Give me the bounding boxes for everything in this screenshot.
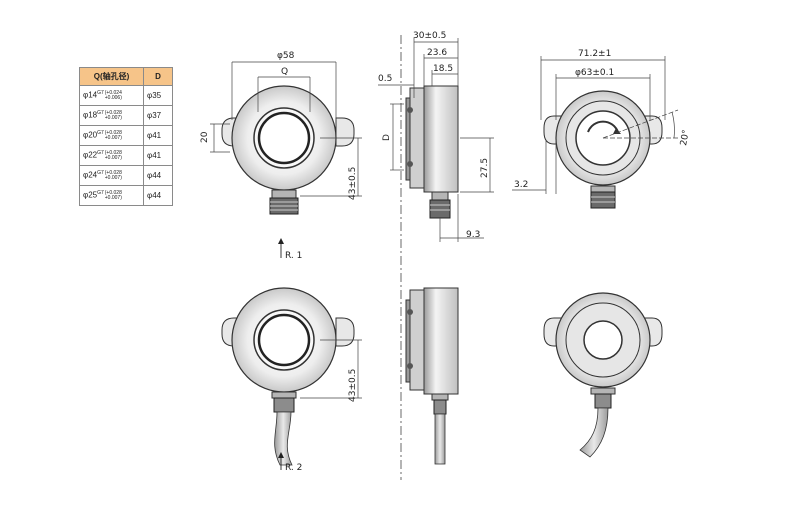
side-view-cable — [405, 287, 459, 465]
tol-upper: (+0.028 — [104, 189, 122, 196]
bore-fit: G7 — [97, 170, 104, 177]
rear-32-label: 3.2 — [514, 180, 528, 190]
spec-row: φ25G7(+0.028+0.007)φ44 — [79, 185, 173, 206]
bore-tolerance: (+0.028+0.007) — [104, 169, 122, 181]
bore-tolerance: (+0.028+0.007) — [104, 109, 122, 121]
spec-row: φ22G7(+0.028+0.007)φ41 — [79, 145, 173, 166]
bore-size-value: φ25 — [83, 190, 98, 200]
bottom-r2-label: R. 2 — [285, 463, 302, 473]
front-r1-label: R. 1 — [285, 251, 302, 261]
rear-71-label: 71.2±1 — [578, 49, 611, 59]
diameter-d: φ35 — [143, 85, 173, 106]
bore-size-value: φ24 — [83, 170, 98, 180]
bore-size-value: φ22 — [83, 150, 98, 160]
side-05-label: 0.5 — [378, 74, 392, 84]
front-view-connector — [210, 61, 362, 258]
tol-upper: (+0.028 — [104, 129, 122, 136]
front-width-label: φ58 — [277, 51, 295, 61]
front-q-label: Q — [281, 67, 288, 77]
tol-upper: (+0.028 — [104, 109, 122, 116]
rear-view-cable — [543, 292, 663, 458]
rear-view-connector — [512, 56, 680, 209]
side-93-label: 9.3 — [466, 230, 480, 240]
tol-lower: +0.007) — [104, 194, 122, 201]
rear-20deg-label: 20° — [679, 129, 692, 146]
tol-upper: (+0.028 — [104, 169, 122, 176]
header-q: Q(轴孔径) — [79, 67, 144, 86]
front-view-cable — [221, 287, 362, 470]
tol-upper: (+0.028 — [104, 149, 122, 156]
spec-row: φ14G7(+0.024+0.006)φ35 — [79, 85, 173, 106]
tol-lower: +0.007) — [104, 134, 122, 141]
spec-row: φ24G7(+0.028+0.007)φ44 — [79, 165, 173, 186]
bore-fit: G7 — [97, 110, 104, 117]
bottom-43-label: 43±0.5 — [348, 369, 358, 402]
side-d-label: D — [382, 134, 392, 141]
bore-size-value: φ18 — [83, 110, 98, 120]
bore-tolerance: (+0.028+0.007) — [104, 129, 122, 141]
bore-size-value: φ20 — [83, 130, 98, 140]
bore-fit: G7 — [97, 150, 104, 157]
bore-tolerance: (+0.028+0.007) — [104, 189, 122, 201]
tol-upper: (+0.024 — [104, 89, 122, 96]
side-27-label: 27.5 — [480, 158, 490, 178]
side-18-label: 18.5 — [433, 64, 453, 74]
header-d: D — [143, 67, 173, 86]
side-view-connector — [378, 38, 494, 242]
bore-fit: G7 — [97, 130, 104, 137]
tol-lower: +0.007) — [104, 154, 122, 161]
bore-fit: G7 — [97, 190, 104, 197]
tol-lower: +0.006) — [104, 94, 122, 101]
rear-63-label: φ63±0.1 — [575, 68, 614, 78]
bore-size: φ14G7(+0.024+0.006) — [79, 85, 144, 106]
front-20-label: 20 — [200, 131, 210, 143]
tol-lower: +0.007) — [104, 174, 122, 181]
tol-lower: +0.007) — [104, 114, 122, 121]
diameter-d: φ44 — [143, 185, 173, 206]
bore-size: φ25G7(+0.028+0.007) — [79, 185, 144, 206]
bore-tolerance: (+0.028+0.007) — [104, 149, 122, 161]
side-23-label: 23.6 — [427, 48, 447, 58]
bore-fit: G7 — [97, 90, 104, 97]
side-30-label: 30±0.5 — [413, 31, 446, 41]
bore-size-value: φ14 — [83, 90, 98, 100]
bore-tolerance: (+0.024+0.006) — [104, 89, 122, 101]
front-43-label: 43±0.5 — [348, 167, 358, 200]
